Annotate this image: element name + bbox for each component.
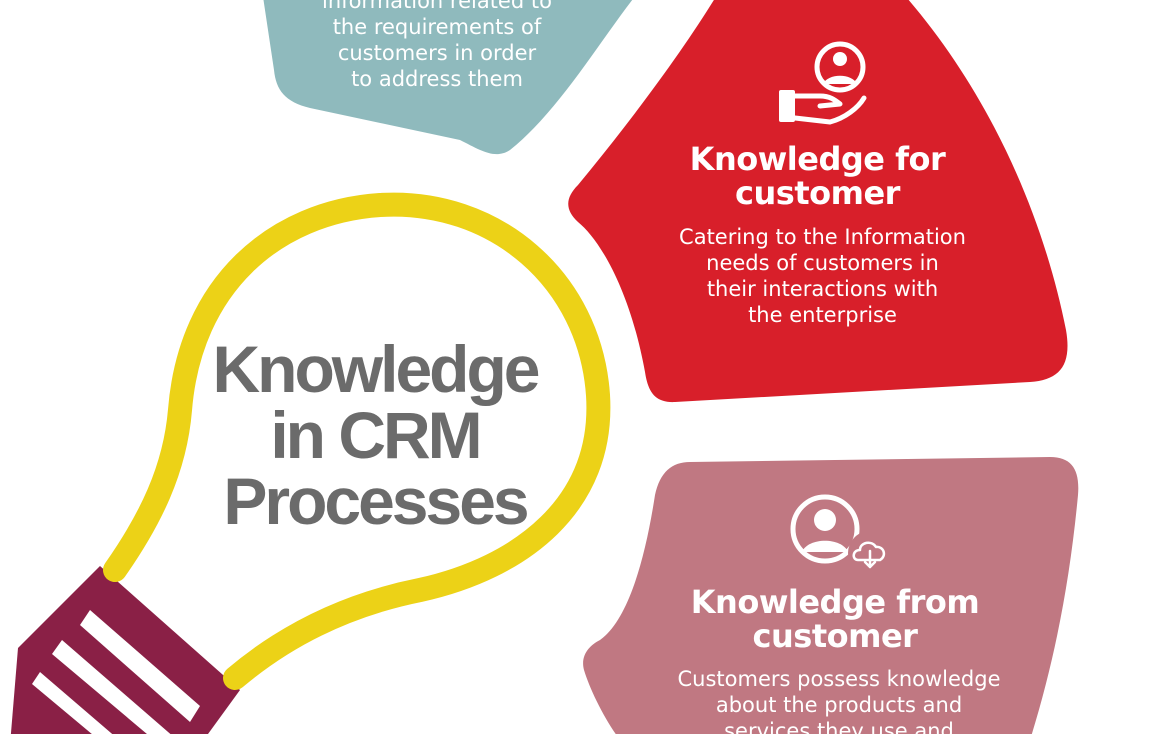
petal-from-title: Knowledge from customer bbox=[690, 583, 980, 655]
petal-about-body: information related to the requirements … bbox=[322, 0, 552, 91]
bulb-outline bbox=[103, 192, 611, 690]
petal-from-body: Customers possess knowledge about the pr… bbox=[677, 667, 1001, 743]
bulb-base bbox=[10, 566, 240, 734]
petal-for-title: Knowledge for customer bbox=[689, 140, 946, 212]
user-cloud-download-icon bbox=[790, 494, 892, 575]
petal-for-body: Catering to the Information needs of cus… bbox=[679, 225, 966, 327]
bulb-title: Knowledge in CRM Processes bbox=[212, 332, 540, 538]
petal-about-customer bbox=[263, 0, 633, 155]
petal-knowledge-from-customer bbox=[583, 457, 1079, 734]
petal-knowledge-for-customer bbox=[568, 0, 1068, 403]
hand-holding-user-icon bbox=[779, 41, 867, 125]
